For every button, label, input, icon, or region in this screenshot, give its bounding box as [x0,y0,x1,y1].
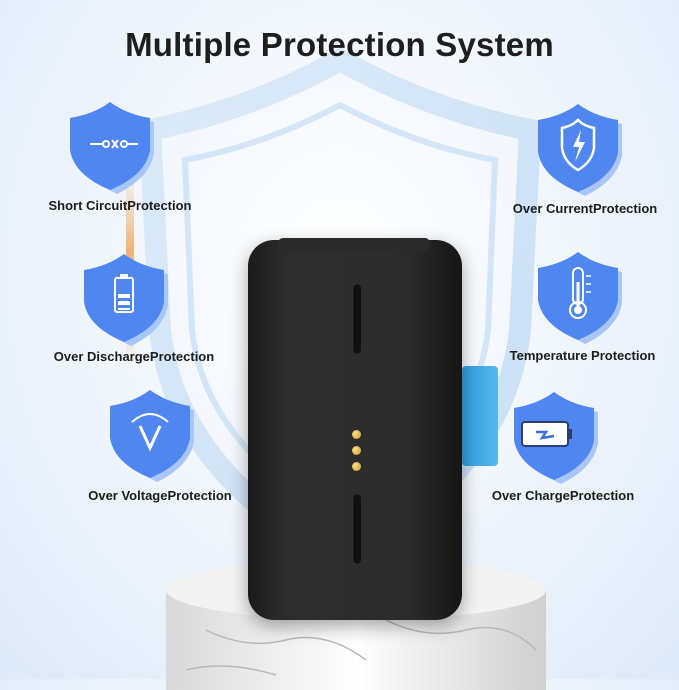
short-circuit-icon [70,102,154,194]
feature-badge-over-voltage [102,386,212,486]
feature-badge-over-charge [506,388,616,488]
feature-label-over-current: Over CurrentProtection [512,201,658,216]
side-release-tab [462,366,498,466]
feature-badge-short-circuit [62,98,172,198]
device-top-edge [278,238,430,252]
contact-pin [352,430,361,439]
contact-pin [352,462,361,471]
thermometer-icon [538,252,622,344]
feature-label-over-discharge: Over DischargeProtection [53,349,215,364]
device-lower-slot [352,494,361,564]
battery-icon [84,254,168,346]
page-title: Multiple Protection System [125,26,554,63]
charging-battery-icon [514,392,598,484]
feature-label-short-circuit: Short CircuitProtection [48,198,192,213]
voltage-gauge-icon [110,390,194,482]
feature-badge-over-discharge [76,250,186,350]
device-upper-slot [352,284,361,354]
feature-label-temperature: Temperature Protection [509,348,656,363]
lightning-shield-icon [538,104,622,196]
feature-badge-over-current [530,100,640,200]
feature-badge-temperature [530,248,640,348]
contact-pin [352,446,361,455]
feature-label-over-voltage: Over VoltageProtection [88,488,232,503]
feature-label-over-charge: Over ChargeProtection [491,488,635,503]
